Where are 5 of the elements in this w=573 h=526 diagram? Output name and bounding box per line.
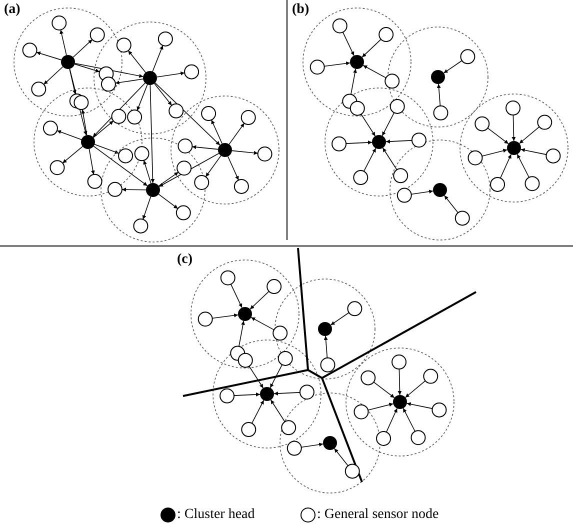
legend-label: : Cluster head [177,507,255,523]
panel-label: (b) [292,2,310,18]
legend-label: : General sensor node [317,507,439,523]
panel-label: (a) [4,2,20,18]
panel-label: (c) [177,252,193,268]
